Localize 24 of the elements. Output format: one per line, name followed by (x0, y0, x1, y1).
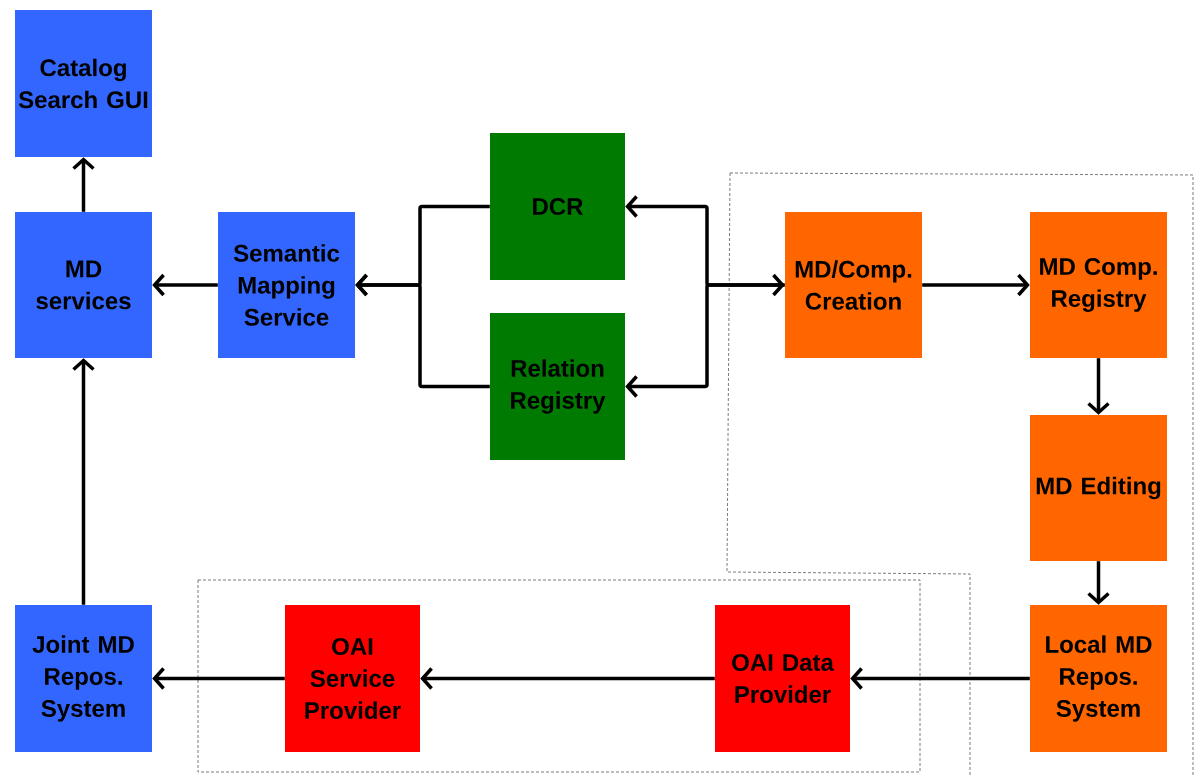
process-box: OAI Data Provider (715, 605, 850, 752)
process-box: DCR (490, 133, 625, 280)
process-box: Relation Registry (490, 313, 625, 460)
arrow (1087, 358, 1110, 415)
arrow (355, 273, 490, 389)
arrow (72, 358, 95, 605)
process-box: Joint MD Repos. System (15, 605, 152, 752)
process-box: Local MD Repos. System (1030, 605, 1167, 752)
arrow (152, 273, 218, 297)
arrow (625, 283, 785, 398)
arrow (922, 273, 1030, 297)
arrow (72, 157, 95, 212)
process-box: Semantic Mapping Service (218, 212, 355, 358)
process-box: MD/Comp. Creation (785, 212, 922, 358)
process-box: OAI Service Provider (285, 605, 420, 752)
arrow (625, 195, 785, 297)
arrow (420, 667, 715, 690)
process-box: Catalog Search GUI (15, 10, 152, 157)
process-box: MD services (15, 212, 152, 358)
arrow (1087, 561, 1110, 605)
process-box: MD Editing (1030, 415, 1167, 561)
arrow (152, 667, 285, 690)
arrow (850, 667, 1030, 690)
process-box: MD Comp. Registry (1030, 212, 1167, 358)
